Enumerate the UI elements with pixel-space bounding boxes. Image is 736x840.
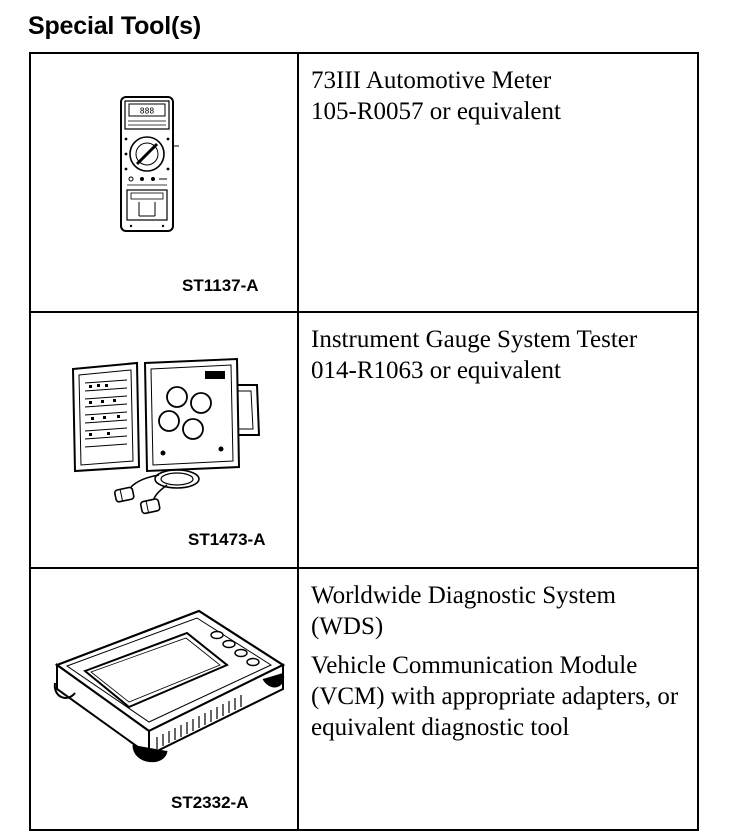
- tool-description: Instrument Gauge System Tester 014-R1063…: [299, 313, 697, 567]
- tool-part-number: 105-R0057 or equivalent: [311, 98, 561, 125]
- tool-illustration-cell: ST2332-A: [31, 569, 299, 829]
- tool-description: Worldwide Diagnostic System (WDS) Vehicl…: [299, 569, 697, 829]
- page-title: Special Tool(s): [28, 12, 201, 40]
- svg-text:888: 888: [140, 107, 155, 116]
- tool-row-diagnostic-system: ST2332-A Worldwide Diagnostic System (WD…: [31, 569, 697, 829]
- figure-code: ST1473-A: [188, 530, 266, 549]
- figure-code: ST1137-A: [182, 276, 259, 295]
- multimeter-icon: 888: [120, 96, 179, 232]
- gauge-tester-case-icon: [71, 357, 261, 515]
- tool-row-meter: 888: [31, 54, 697, 313]
- figure-code: ST2332-A: [171, 793, 249, 812]
- tool-part-number: 014-R1063 or equivalent: [311, 357, 561, 384]
- tool-row-gauge-tester: ST1473-A Instrument Gauge System Tester …: [31, 313, 697, 569]
- tool-description: 73III Automotive Meter 105-R0057 or equi…: [299, 54, 697, 311]
- tool-name: 73III Automotive Meter: [311, 67, 552, 94]
- diagnostic-module-icon: [53, 609, 286, 763]
- tool-name: Instrument Gauge System Tester: [311, 326, 638, 353]
- tool-illustration-cell: 888: [31, 54, 299, 311]
- tool-name: Worldwide Diagnostic System (WDS): [311, 582, 616, 640]
- special-tools-table: 888: [29, 52, 699, 831]
- tool-alternative: Vehicle Communication Module (VCM) with …: [311, 652, 679, 741]
- tool-illustration-cell: ST1473-A: [31, 313, 299, 567]
